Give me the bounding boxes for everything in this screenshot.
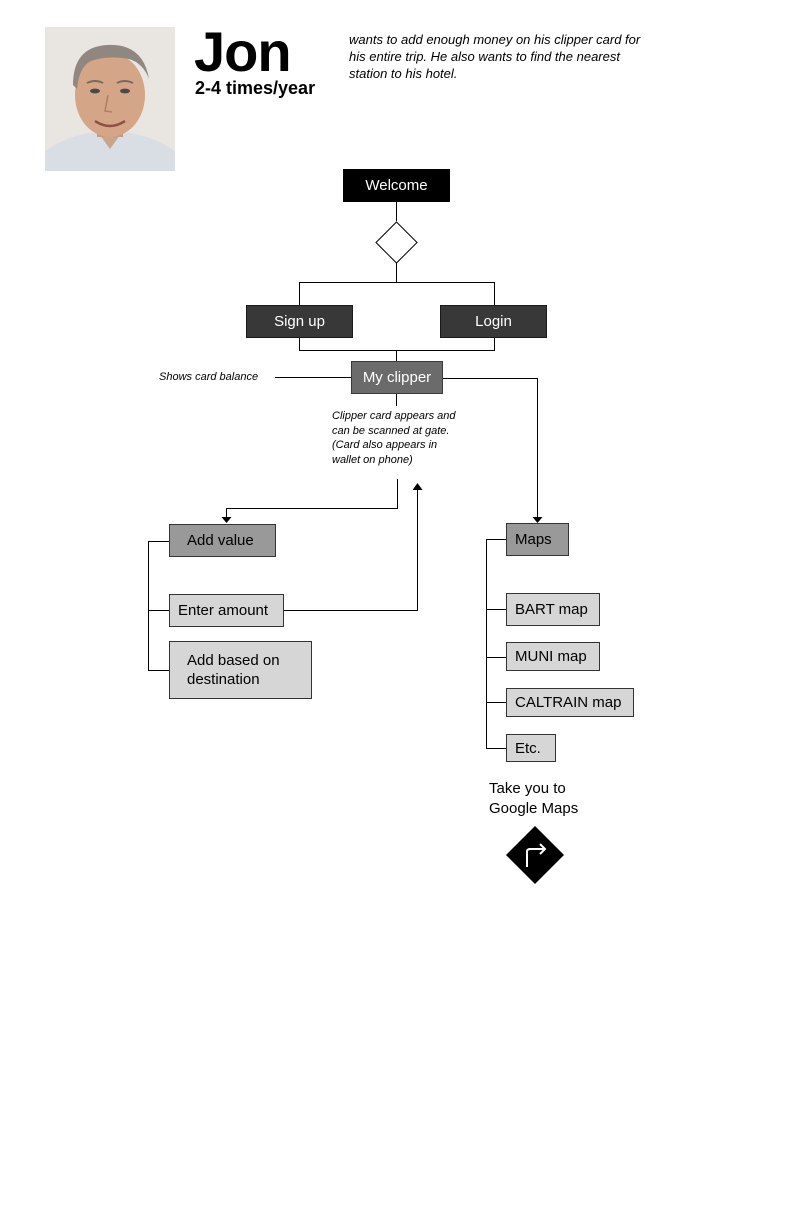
add-value-label: Add value (187, 532, 254, 549)
scan-note-line: can be scanned at gate. (332, 424, 450, 437)
maps-screen: Maps (506, 523, 569, 556)
enter-amount-screen: Enter amount (169, 594, 284, 627)
muni-map-screen: MUNI map (506, 642, 600, 671)
scan-note-line: wallet on phone) (332, 453, 413, 466)
sign-up-screen: Sign up (246, 305, 353, 338)
connector-branch-top (299, 282, 495, 305)
maps-label: Maps (515, 531, 552, 548)
connector-enter-amount-return (284, 490, 418, 611)
directions-icon (506, 826, 564, 884)
scan-note-line: Clipper card appears and (332, 410, 456, 422)
welcome-screen: Welcome (343, 169, 450, 202)
arrowhead-maps (532, 517, 543, 523)
persona-goal: wants to add enough money on his clipper… (349, 32, 641, 81)
etc-map-label: Etc. (515, 739, 541, 757)
balance-note: Shows card balance (159, 371, 259, 383)
enter-amount-label: Enter amount (178, 602, 269, 619)
login-screen: Login (440, 305, 547, 338)
arrowhead-add-value (221, 517, 232, 523)
caltrain-map-screen: CALTRAIN map (506, 688, 634, 717)
add-value-screen: Add value (169, 524, 276, 557)
google-maps-note: Take you to Google Maps (489, 779, 619, 818)
connector-branch-bottom (299, 338, 495, 351)
connector-to-add-value (226, 479, 398, 518)
scan-note: Clipper card appears and can be scanned … (332, 409, 456, 467)
scan-note-line: (Card also appears in (332, 439, 438, 451)
sign-up-label: Sign up (274, 313, 325, 330)
arrowhead-return (412, 483, 423, 490)
add-destination-line: Add based on (187, 652, 280, 669)
add-destination-screen: Add based on destination (169, 641, 312, 699)
google-maps-note-line: Take you to (489, 780, 566, 797)
decision-diamond (375, 221, 418, 264)
persona-name: Jon (194, 20, 292, 83)
persona-frequency: 2-4 times/year (195, 78, 316, 98)
caltrain-map-label: CALTRAIN map (515, 694, 622, 711)
muni-map-label: MUNI map (515, 648, 587, 665)
bart-map-label: BART map (515, 601, 588, 618)
my-clipper-screen: My clipper (351, 361, 443, 394)
connector-add-value-children (148, 541, 169, 671)
connector-to-maps (443, 378, 538, 517)
etc-map-screen: Etc. (506, 734, 556, 762)
connector-maps-children (486, 539, 506, 749)
google-maps-note-line: Google Maps (489, 799, 579, 817)
login-label: Login (475, 313, 512, 330)
add-destination-line: destination (187, 671, 260, 688)
bart-map-screen: BART map (506, 593, 600, 626)
welcome-label: Welcome (365, 177, 428, 194)
my-clipper-label: My clipper (362, 369, 432, 386)
persona-photo (45, 27, 175, 171)
